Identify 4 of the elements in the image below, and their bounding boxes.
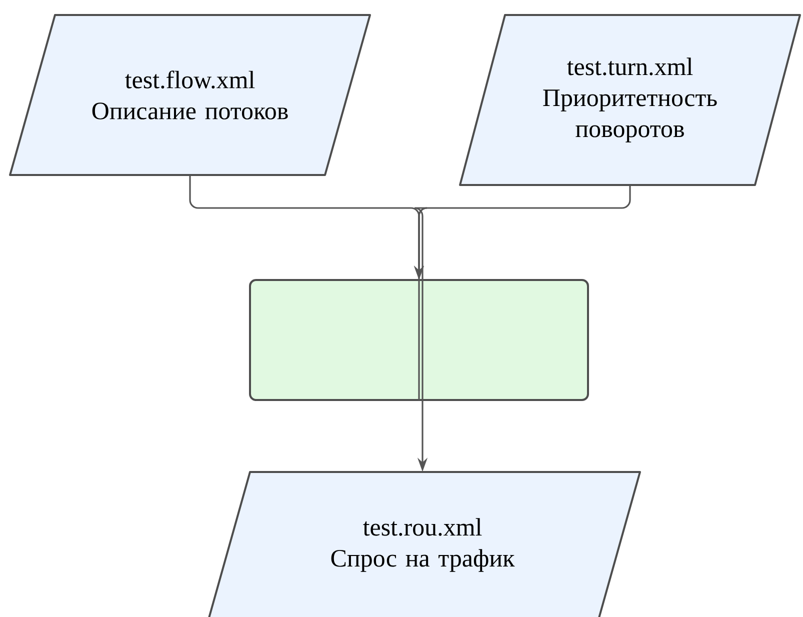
data-parallelogram: test.turn.xml Приоритетность поворотов bbox=[459, 14, 801, 186]
process-box bbox=[249, 279, 589, 401]
data-parallelogram: test.rou.xml Спрос на трафик bbox=[204, 471, 641, 617]
data-parallelogram: test.flow.xml Описание потоков bbox=[9, 14, 371, 176]
